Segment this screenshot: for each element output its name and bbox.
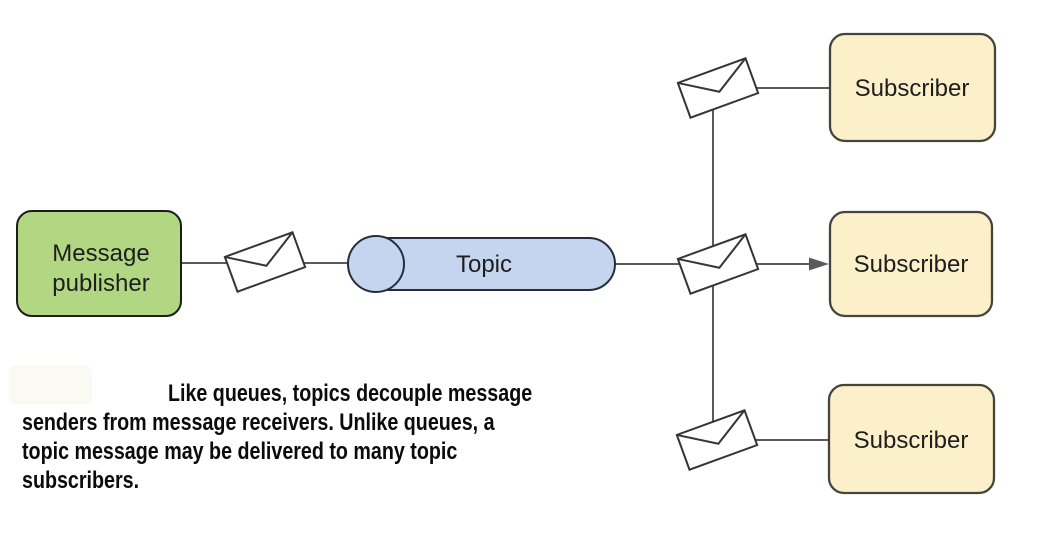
topic-node: Topic: [347, 235, 616, 293]
envelope-icon: [676, 57, 760, 119]
subscriber-label-top: Subscriber: [855, 75, 970, 102]
arrowhead: [809, 257, 829, 271]
subscriber-box-bottom: [827, 383, 996, 495]
envelope-icon: [675, 409, 759, 471]
envelope-icon: [223, 231, 307, 293]
caption-line: topic message may be delivered to many t…: [22, 438, 458, 465]
figure-caption: Like queues, topics decouple message sen…: [22, 379, 547, 495]
subscriber-node-bottom: Subscriber: [827, 383, 996, 495]
caption-line: senders from message receivers. Unlike q…: [22, 409, 495, 436]
message-publisher-node: Message publisher: [16, 210, 182, 317]
topic-pipe-cap: [347, 235, 405, 293]
caption-line: subscribers.: [22, 467, 140, 494]
subscriber-box-middle: [828, 210, 994, 318]
subscriber-node-top: Subscriber: [828, 32, 997, 143]
message-publisher-label-line1: Message: [52, 240, 149, 267]
caption-line: Like queues, topics decouple message: [167, 380, 533, 407]
envelope-icon: [676, 233, 760, 295]
message-publisher-label-line2: publisher: [52, 270, 149, 297]
message-publisher-box: [16, 210, 182, 317]
subscriber-box-top: [828, 32, 997, 143]
topic-label: Topic: [456, 251, 512, 278]
subscriber-node-middle: Subscriber: [828, 210, 994, 318]
subscriber-label-bottom: Subscriber: [854, 427, 969, 454]
erased-label-area: [10, 366, 92, 404]
subscriber-label-middle: Subscriber: [854, 251, 969, 278]
